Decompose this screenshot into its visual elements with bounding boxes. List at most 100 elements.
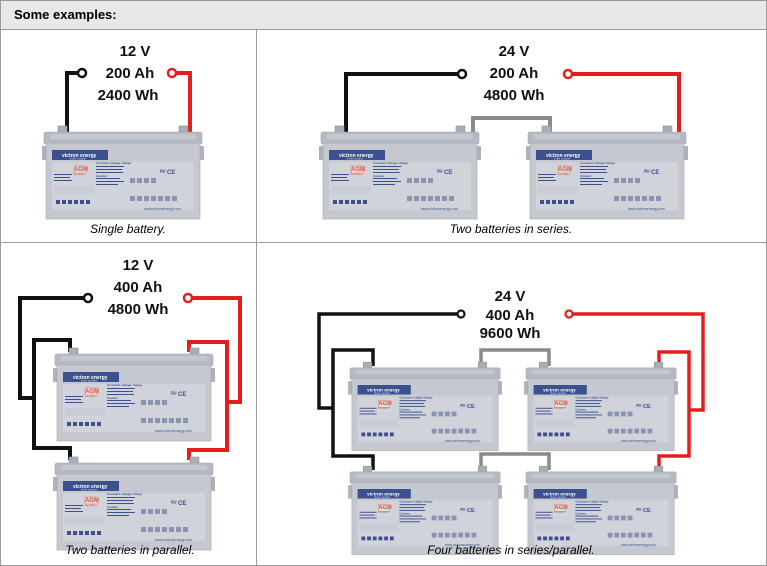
battery-model-label: 12-200: [85, 394, 95, 398]
example-single-battery: 12 V 200 Ah 2400 Wh Single battery.: [41, 43, 205, 236]
positive-terminal-icon: [562, 68, 574, 80]
battery-cv-label: Constant voltage charge: [580, 161, 615, 165]
battery-model-label: 12-200: [555, 406, 565, 410]
battery-model-label: 12-200: [379, 510, 389, 514]
battery-cert-label: ᴿᵁ CE: [171, 391, 186, 398]
battery-cert-label: ᴿᵁ CE: [636, 507, 651, 514]
example-1-capacity: 200 Ah: [106, 65, 155, 82]
battery-cv-label: Constant voltage charge: [575, 499, 609, 503]
battery-type-label: AGM: [558, 167, 572, 173]
battery-url-label: www.victronenergy.com: [628, 207, 665, 211]
battery-caution-label: Caution: [575, 512, 586, 516]
battery-brand-label: victron energy: [73, 375, 108, 381]
battery-cv-label: Constant voltage charge: [96, 161, 131, 165]
header-bar: [0, 0, 767, 29]
battery-url-label: www.victronenergy.com: [621, 439, 656, 443]
battery-brand-sub-label: blue power: [375, 496, 391, 499]
header-title: Some examples:: [14, 7, 117, 22]
example-3-voltage: 12 V: [123, 257, 154, 274]
example-3-wires: [18, 296, 242, 460]
example-2-energy: 4800 Wh: [484, 87, 545, 104]
battery-type-label: AGM: [379, 505, 393, 511]
battery-brand-label: victron energy: [543, 388, 576, 394]
battery-caution-label: Caution: [373, 174, 384, 178]
battery-caution-label: Caution: [399, 512, 410, 516]
battery-cert-label: ᴿᵁ CE: [160, 169, 175, 176]
battery-model-label: 12-200: [85, 503, 95, 507]
battery-brand-sub-label: blue power: [551, 496, 567, 499]
battery-image: [525, 125, 689, 220]
battery-brand-label: victron energy: [543, 492, 576, 498]
battery-image: [318, 125, 482, 220]
battery-brand-sub-label: blue power: [551, 392, 567, 395]
battery-image: [523, 361, 679, 452]
battery-model-label: 12-200: [74, 172, 84, 176]
example-1-wires: [65, 71, 192, 134]
example-two-batteries-series: 24 V 200 Ah 4800 Wh Two batteries in ser…: [318, 43, 689, 236]
battery-image: [347, 465, 503, 556]
battery-cert-label: ᴿᵁ CE: [437, 169, 452, 176]
example-4-wires: [317, 312, 705, 470]
example-2-wires: [344, 72, 681, 134]
positive-terminal-icon: [182, 292, 194, 304]
battery-image: [52, 347, 216, 442]
example-two-batteries-parallel: 12 V 400 Ah 4800 Wh Two batteries in par…: [18, 257, 242, 557]
battery-url-label: www.victronenergy.com: [445, 439, 480, 443]
battery-brand-label: victron energy: [73, 484, 108, 490]
battery-type-label: AGM: [74, 167, 88, 173]
battery-type-label: AGM: [555, 401, 569, 407]
example-1-caption: Single battery.: [90, 222, 166, 236]
battery-brand-label: victron energy: [546, 153, 581, 159]
battery-model-label: 12-200: [558, 172, 568, 176]
battery-cv-label: Constant voltage charge: [107, 383, 142, 387]
positive-terminal-icon: [166, 67, 178, 79]
example-1-voltage: 12 V: [120, 43, 151, 60]
battery-brand-label: victron energy: [62, 153, 97, 159]
battery-url-label: www.victronenergy.com: [421, 207, 458, 211]
battery-image: [52, 456, 216, 551]
battery-brand-sub-label: blue power: [70, 157, 87, 161]
battery-brand-label: victron energy: [367, 492, 400, 498]
example-4-energy: 9600 Wh: [480, 325, 541, 342]
battery-caution-label: Caution: [96, 174, 107, 178]
battery-cert-label: ᴿᵁ CE: [636, 403, 651, 410]
battery-brand-label: victron energy: [339, 153, 374, 159]
battery-cv-label: Constant voltage charge: [373, 161, 408, 165]
battery-model-label: 12-200: [351, 172, 361, 176]
battery-url-label: www.victronenergy.com: [144, 207, 181, 211]
positive-terminal-icon: [564, 309, 574, 319]
battery-image: [347, 361, 503, 452]
battery-brand-label: victron energy: [367, 388, 400, 394]
battery-type-label: AGM: [379, 401, 393, 407]
example-2-caption: Two batteries in series.: [450, 222, 573, 236]
battery-brand-sub-label: blue power: [81, 488, 98, 492]
battery-url-label: www.victronenergy.com: [155, 538, 192, 542]
battery-url-label: www.victronenergy.com: [621, 543, 656, 547]
battery-caution-label: Caution: [399, 408, 410, 412]
example-4-capacity: 400 Ah: [486, 307, 535, 324]
battery-type-label: AGM: [555, 505, 569, 511]
battery-type-label: AGM: [351, 167, 365, 173]
battery-type-label: AGM: [85, 498, 99, 504]
battery-image: [41, 125, 205, 220]
negative-terminal-icon: [82, 292, 94, 304]
battery-type-label: AGM: [85, 389, 99, 395]
battery-cv-label: Constant voltage charge: [399, 395, 433, 399]
battery-cv-label: Constant voltage charge: [575, 395, 609, 399]
battery-caution-label: Caution: [107, 396, 118, 400]
example-3-energy: 4800 Wh: [108, 301, 169, 318]
example-four-batteries-series-parallel: 24 V 400 Ah 9600 Wh Four batteries in se…: [317, 288, 705, 557]
example-3-caption: Two batteries in parallel.: [65, 543, 194, 557]
example-3-capacity: 400 Ah: [114, 279, 163, 296]
